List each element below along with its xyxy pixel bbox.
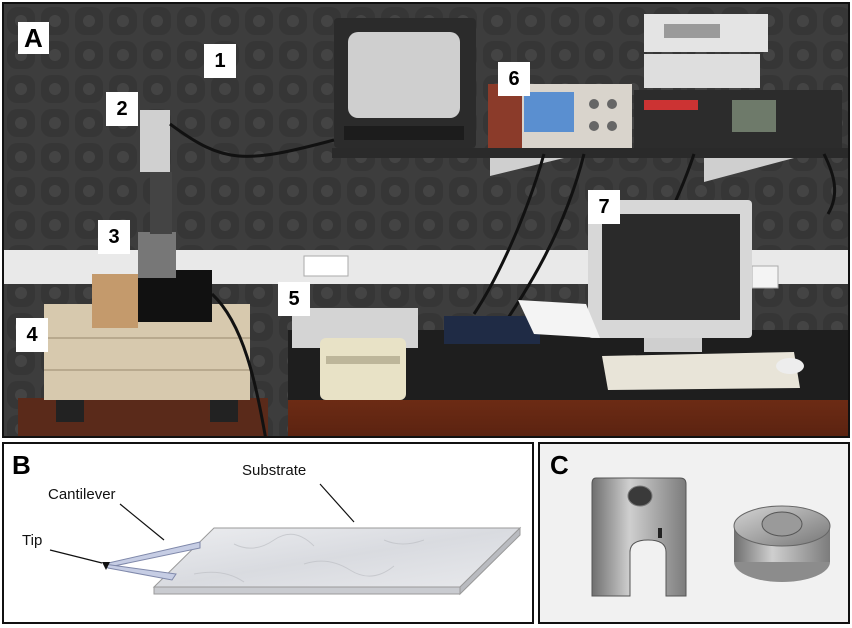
power-adapter [320, 338, 406, 400]
panel-b-letter: B [12, 450, 31, 480]
wall-shelf [332, 148, 848, 158]
tip-leader [49, 549, 103, 564]
marker-1: 1 [204, 44, 236, 78]
tip-label: Tip [22, 532, 43, 549]
marker-2: 2 [106, 92, 138, 126]
panel-b-schematic: B Substrate Cantilever Tip [2, 442, 534, 624]
power-supply [644, 54, 760, 88]
panel-c-holders-photo: C [538, 442, 850, 624]
cantilever-label: Cantilever [48, 486, 116, 503]
marker-3: 3 [98, 220, 130, 254]
panel-c-letter: C [550, 450, 569, 480]
wooden-spacer [92, 274, 138, 328]
panel-a-letter: A [18, 22, 49, 54]
marker-7: 7 [588, 190, 620, 224]
plate-sample-holder [591, 477, 687, 597]
marker-4: 4 [16, 318, 48, 352]
substrate-label: Substrate [242, 462, 307, 479]
keyboard [602, 352, 800, 390]
marker-6: 6 [498, 62, 530, 96]
mouse [776, 358, 804, 374]
afm-stage [138, 232, 176, 278]
cantilever-arm-lower [102, 563, 177, 581]
sample-holders-illustration [591, 477, 831, 597]
substrate-leader [319, 483, 355, 523]
afm-tip [102, 562, 110, 570]
marker-5: 5 [278, 282, 310, 316]
cantilever-substrate-diagram [49, 483, 522, 596]
lab-setup-illustration [4, 4, 848, 436]
afm-base [138, 270, 212, 322]
ccd-camera [140, 110, 170, 172]
microscope-column [150, 172, 172, 234]
books [444, 316, 540, 344]
substrate-slab [152, 527, 522, 588]
cantilever-leader [119, 503, 165, 541]
panel-a-setup-photo: A 1 2 3 4 5 6 7 [2, 2, 850, 438]
